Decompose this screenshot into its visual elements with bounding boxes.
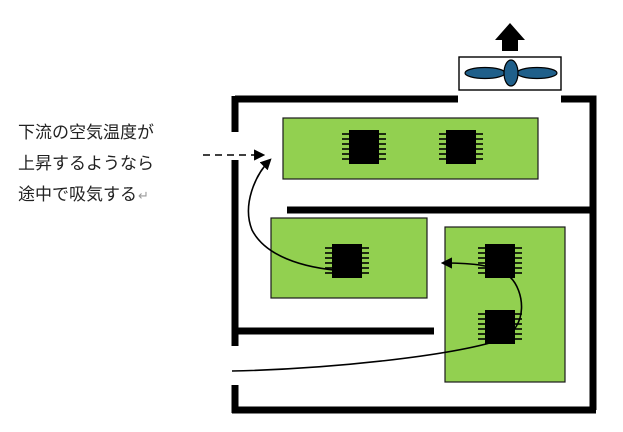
annotation-line-2: 上昇するようなら — [18, 154, 154, 174]
exhaust-up-arrow-icon — [495, 23, 525, 51]
fan-icon — [458, 56, 562, 91]
return-mark-icon: ↵ — [138, 189, 149, 204]
enclosure-walls — [231, 95, 597, 414]
return-airflow-arrow — [247, 158, 346, 272]
annotation-line-3: 途中で吸気する↵ — [18, 180, 208, 212]
annotation-line-1: 下流の空気温度が — [18, 123, 154, 143]
board-top — [282, 117, 539, 180]
annotation-text: 下流の空気温度が 上昇するようなら 途中で吸気する↵ — [18, 118, 208, 212]
main-airflow-arrow — [231, 257, 523, 372]
wall-top-right — [561, 95, 597, 410]
annotation-line-3-text: 途中で吸気する — [18, 185, 137, 205]
